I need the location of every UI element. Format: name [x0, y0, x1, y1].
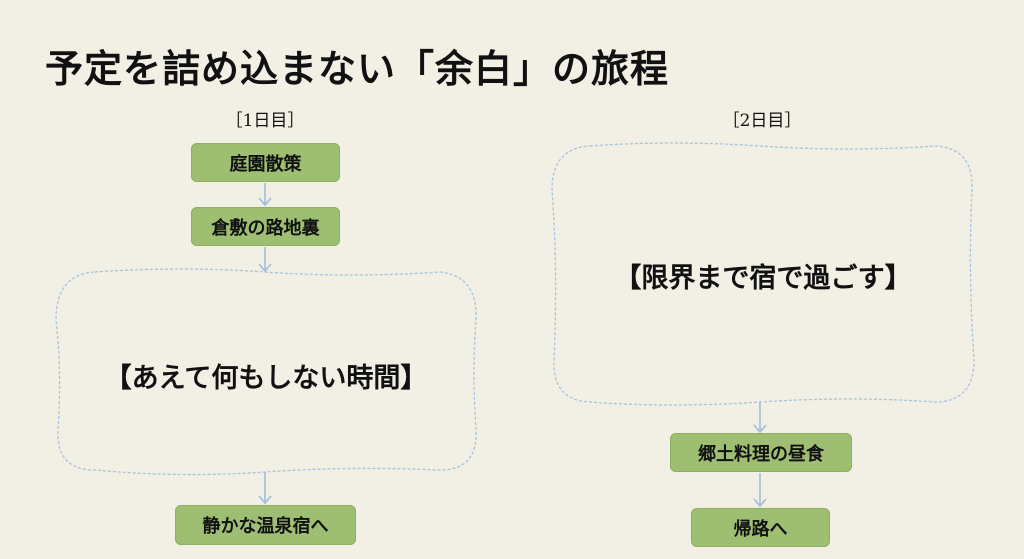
arrow-3 [258, 472, 272, 505]
step-garden-walk: 庭園散策 [191, 143, 340, 182]
day2-free-time-text: 【限界まで宿で過ごす】 [614, 263, 912, 294]
day2-label: ［2日目］ [722, 111, 802, 131]
arrow-5 [753, 473, 767, 508]
step-onsen-inn: 静かな温泉宿へ [175, 505, 356, 545]
arrow-2 [258, 247, 272, 273]
step-local-lunch: 郷土料理の昼食 [670, 433, 852, 472]
day1-free-time-text: 【あえて何もしない時間】 [104, 363, 428, 394]
day1-free-cloud-border [55, 268, 477, 476]
arrow-4 [753, 402, 767, 434]
day2-free-cloud-border [551, 142, 975, 406]
day1-label: ［1日目］ [225, 111, 305, 131]
arrow-1 [258, 183, 272, 207]
step-return-home: 帰路へ [691, 508, 830, 547]
page-title: 予定を詰め込まない「余白」の旅程 [45, 47, 670, 91]
step-kurashiki-alleys: 倉敷の路地裏 [191, 207, 340, 246]
